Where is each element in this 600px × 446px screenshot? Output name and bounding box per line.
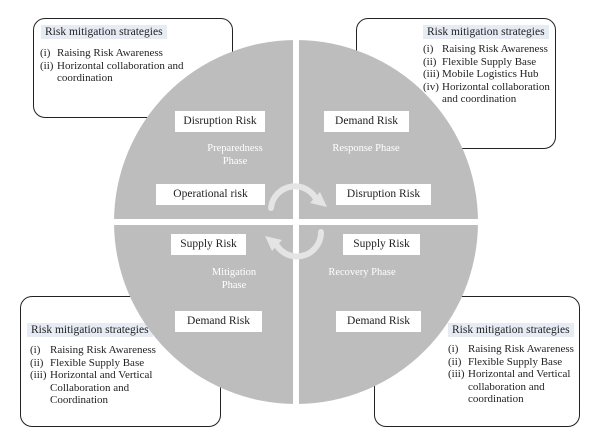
strategy-item: (i)Raising Risk Awareness <box>448 343 574 355</box>
arrow-head-icon <box>310 192 327 207</box>
strategy-item: (ii)Flexible Supply Base <box>423 55 537 68</box>
phase-label-mitigation: Mitigation Phase <box>211 267 257 291</box>
response-strategies-list: (i)Raising Risk Awareness (ii)Flexible S… <box>423 43 553 106</box>
risk-box-demand: Demand Risk <box>175 311 262 332</box>
response-strategies-title: Risk mitigation strategies <box>423 25 549 39</box>
horizontal-divider <box>110 219 482 225</box>
cycle-arrows-icon <box>268 183 325 260</box>
risk-box-demand: Demand Risk <box>324 111 409 132</box>
strategy-item: (i)Raising Risk Awareness <box>30 344 156 356</box>
strategy-item: (iii)Horizontal and Vertical Collaborati… <box>30 369 153 406</box>
risk-box-supply: Supply Risk <box>171 234 246 255</box>
strategy-item: (iii)Mobile Logistics Hub <box>423 68 539 80</box>
risk-box-supply: Supply Risk <box>343 234 420 255</box>
strategy-item: (ii)Flexible Supply Base <box>30 356 145 369</box>
mitigation-strategies-title: Risk mitigation strategies <box>27 323 153 337</box>
strategy-item: (ii)Flexible Supply Base <box>448 355 563 368</box>
strategy-item: (i)Raising Risk Awareness <box>423 43 548 55</box>
risk-box-operational: Operational risk <box>156 184 265 205</box>
strategy-item: (ii)Horizontal collaboration and coordin… <box>40 59 184 85</box>
arrow-head-icon <box>265 236 282 251</box>
recovery-strategies-title: Risk mitigation strategies <box>448 323 574 337</box>
strategy-item: (iii)Horizontal and Vertical collaborati… <box>448 368 571 405</box>
mitigation-strategies-list: (i)Raising Risk Awareness (ii)Flexible S… <box>30 344 165 407</box>
preparedness-strategies-title: Risk mitigation strategies <box>41 25 167 39</box>
risk-box-demand: Demand Risk <box>336 311 421 332</box>
phase-label-recovery: Recovery Phase <box>328 267 396 278</box>
risk-box-disruption: Disruption Risk <box>175 111 265 132</box>
risk-box-disruption: Disruption Risk <box>336 184 431 205</box>
phase-label-preparedness: Preparedness Phase <box>207 143 263 167</box>
strategy-item: (i)Raising Risk Awareness <box>40 47 163 59</box>
preparedness-strategies-list: (i)Raising Risk Awareness (ii)Horizontal… <box>40 47 190 85</box>
recovery-strategies-list: (i)Raising Risk Awareness (ii)Flexible S… <box>448 343 576 406</box>
phase-label-response: Response Phase <box>332 143 400 154</box>
strategy-item: (iv)Horizontal collaboration and coordin… <box>423 80 550 106</box>
